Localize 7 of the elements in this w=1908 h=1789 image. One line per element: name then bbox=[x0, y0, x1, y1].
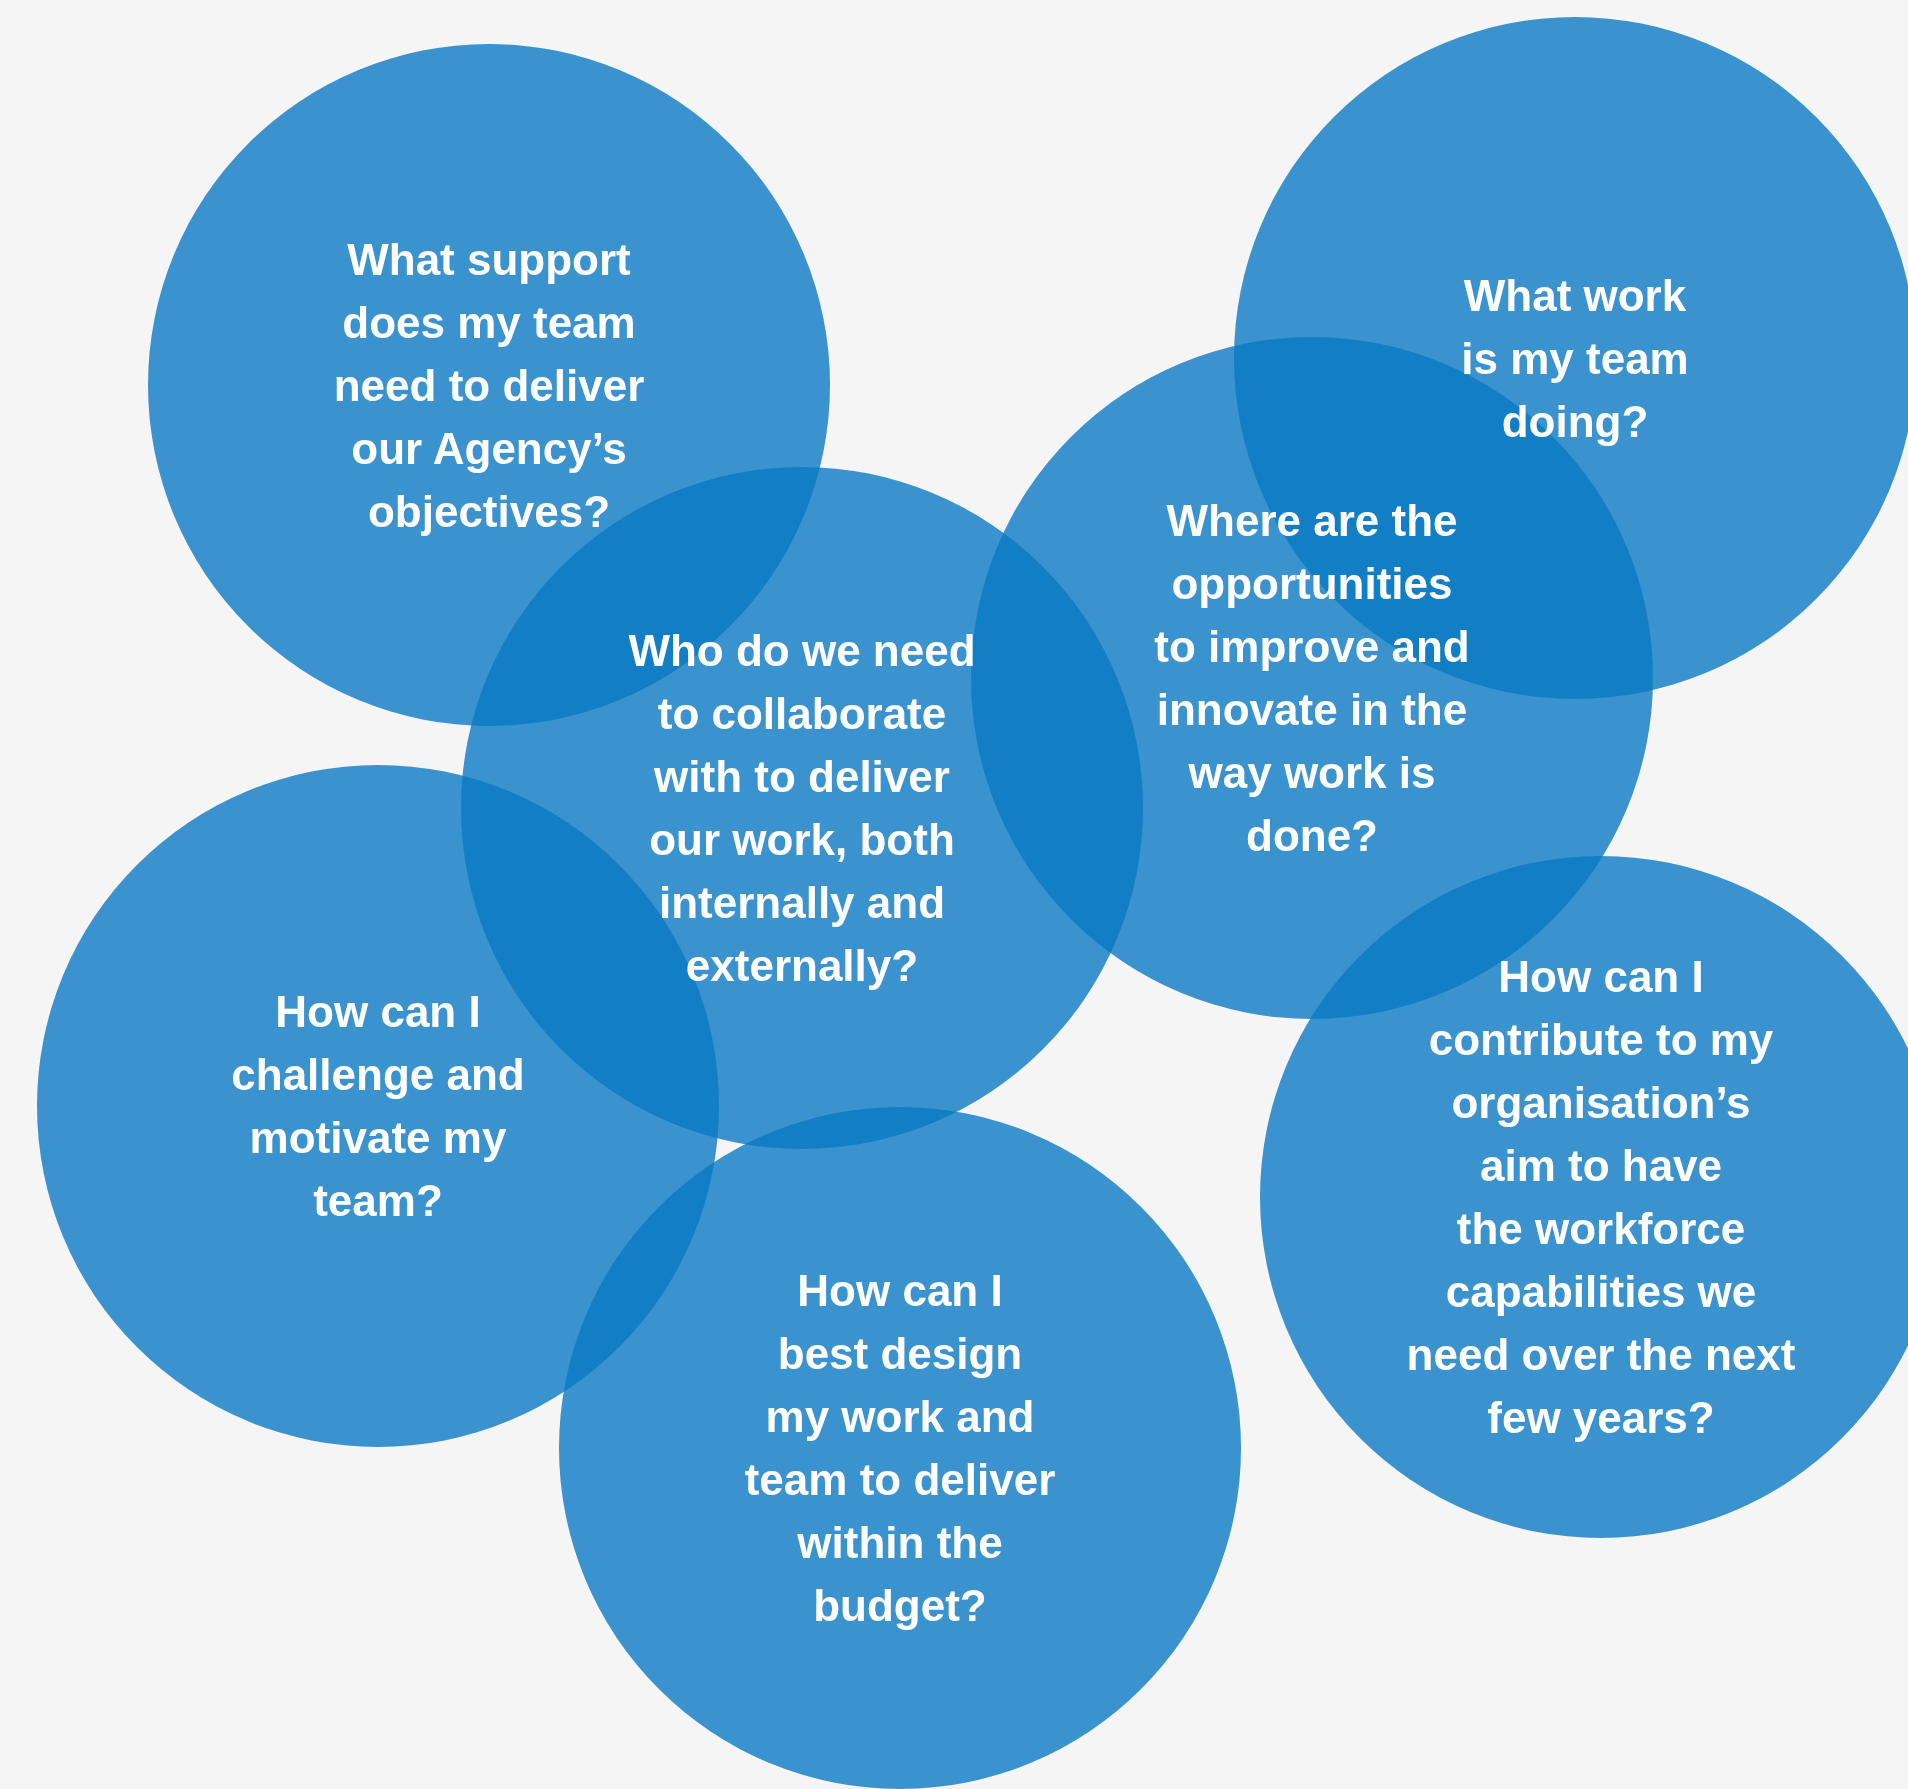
question-text: Who do we need to collaborate with to deliver our work, both internally and externally? bbox=[628, 625, 976, 992]
question-text: What work is my team doing? bbox=[1461, 269, 1689, 448]
question-text: How can I contribute to my organisation’s aim to have the workforce capabilities we need over the next few years? bbox=[1406, 951, 1796, 1444]
question-text: Where are the opportunities to improve and innovate in the way work is done? bbox=[1154, 495, 1470, 862]
question-text: How can I challenge and motivate my team? bbox=[231, 986, 525, 1227]
question-text: What support does my team need to deliver our Agency’s objectives? bbox=[333, 233, 645, 538]
question-text: How can I best design my work and team to deliver within the budget? bbox=[744, 1265, 1056, 1632]
